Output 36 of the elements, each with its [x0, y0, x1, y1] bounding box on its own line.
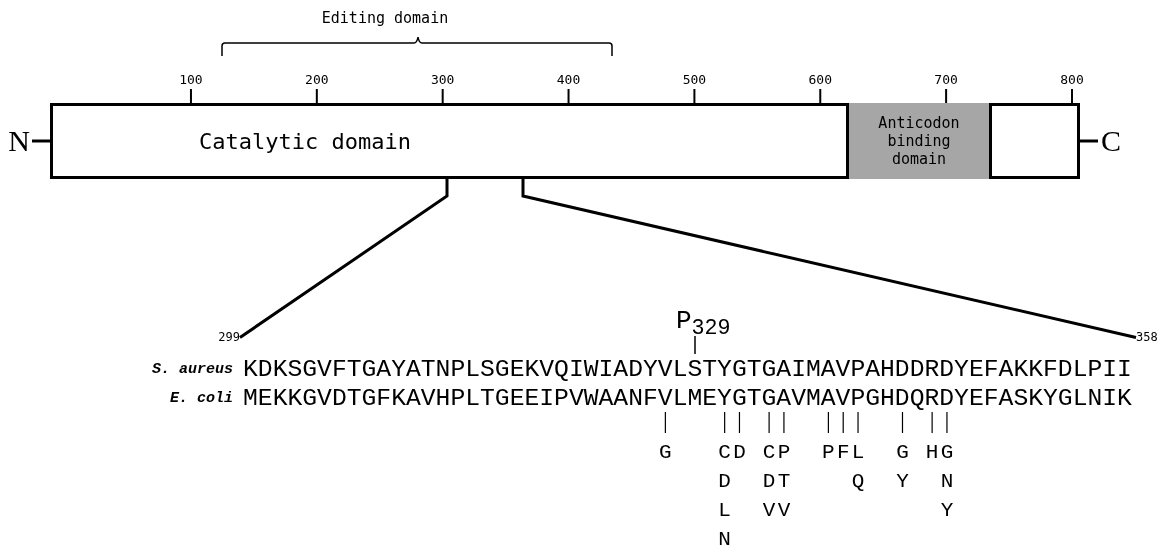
- substitution-text: P T V: [777, 440, 791, 524]
- protein-bar: [50, 103, 1080, 179]
- scale-number: 700: [934, 72, 958, 86]
- connector-line: [1080, 139, 1098, 143]
- scale-number: 800: [1060, 72, 1084, 86]
- substitution-text: G N Y: [940, 440, 954, 524]
- scale-number: 600: [808, 72, 832, 86]
- species-label: S. aureus: [152, 361, 233, 377]
- domain-box: Anticodon binding domain: [846, 103, 992, 179]
- substitution-text: H: [925, 440, 939, 466]
- domain-label: Editing domain: [321, 10, 449, 26]
- substitution-text: G Y: [896, 440, 909, 495]
- substitution-text: L Q: [851, 440, 865, 495]
- residue-number: 358: [1136, 330, 1168, 345]
- scale-number: 300: [430, 72, 455, 86]
- substitution-text: F: [836, 440, 850, 466]
- scale-number: 500: [682, 72, 707, 86]
- species-label: E. coli: [170, 390, 233, 406]
- sequence-text: MEKKGVDTGFKAVHPLTGEEIPVWAANFVLMEYGTGAVMAVPGHDQRDYEFASKYGLNIK: [243, 385, 1132, 411]
- terminus-label: N: [6, 124, 32, 158]
- residue-marker: P$_{329}$: [676, 308, 731, 340]
- scale-number: 200: [305, 72, 329, 86]
- zoom-line: [239, 179, 449, 339]
- terminus-label: C: [1098, 124, 1124, 158]
- sequence-text: KDKSGVFTGAYATNPLSGEKVQIWIADYVLSTYGTGAIMAVPAHDDRDYEFAKKFDLPII: [243, 356, 1132, 382]
- scale-number: 400: [556, 72, 581, 86]
- domain-label: Catalytic domain: [199, 128, 411, 154]
- substitution-text: P: [822, 440, 835, 466]
- zoom-line: [521, 179, 1137, 339]
- substitution-text: C D V: [762, 440, 776, 524]
- scale-number: 100: [179, 72, 203, 86]
- substitution-text: D: [733, 440, 746, 466]
- substitution-text: G: [659, 440, 672, 466]
- connector-line: [32, 139, 50, 143]
- residue-number: 299: [206, 330, 240, 345]
- substitution-text: C D L N: [718, 440, 731, 551]
